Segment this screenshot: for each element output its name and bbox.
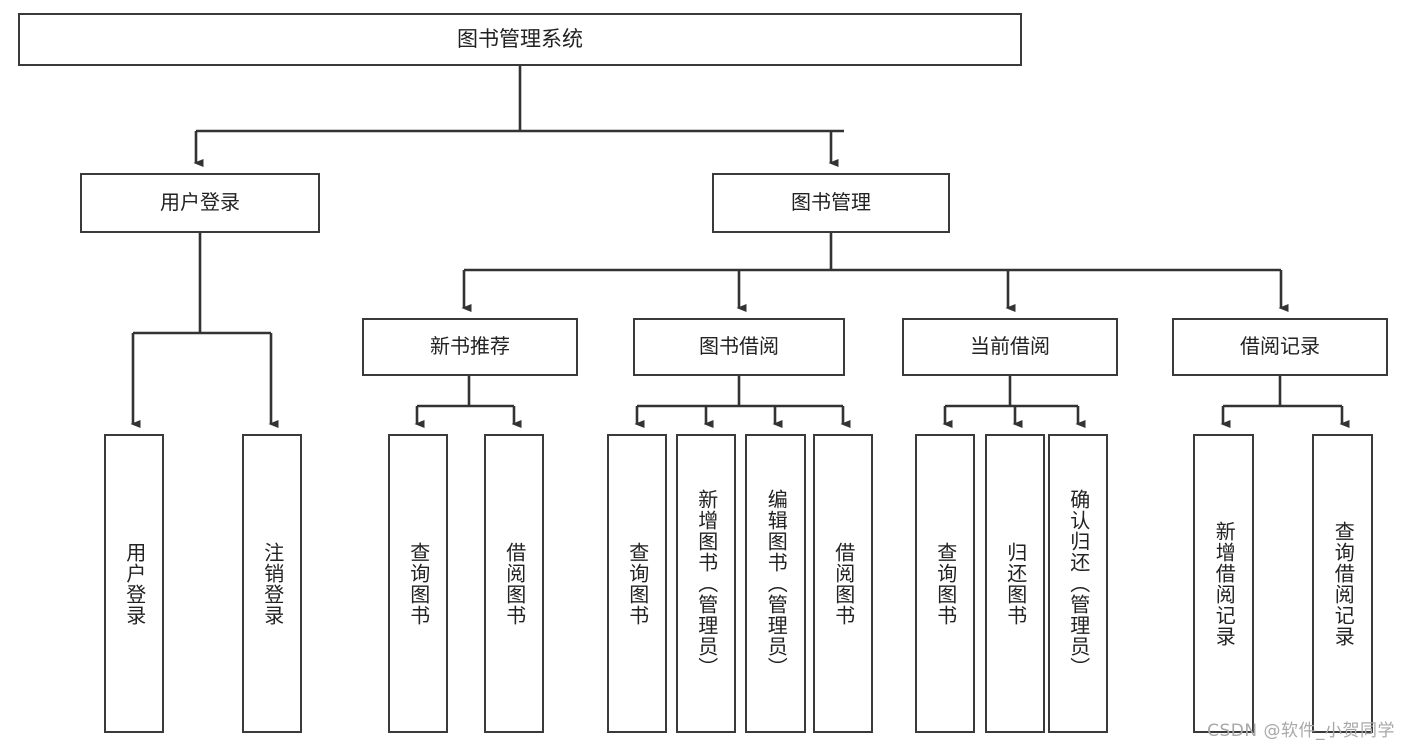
leaf-borrow-book-a-label: 借阅图书 bbox=[502, 541, 527, 626]
node-root[interactable]: 图书管理系统 bbox=[18, 13, 1022, 66]
node-user-login-label: 用户登录 bbox=[160, 190, 240, 215]
leaf-query-record-label: 查询借阅记录 bbox=[1331, 520, 1356, 647]
leaf-user-login[interactable]: 用户登录 bbox=[104, 434, 164, 733]
leaf-add-record[interactable]: 新增借阅记录 bbox=[1193, 434, 1254, 733]
leaf-add-book-label: 新增图书（管理员） bbox=[694, 489, 719, 678]
leaf-confirm-return[interactable]: 确认归还（管理员） bbox=[1048, 434, 1108, 733]
node-borrow-record-label: 借阅记录 bbox=[1240, 334, 1320, 359]
leaf-query-book-a[interactable]: 查询图书 bbox=[388, 434, 448, 733]
node-book-borrow[interactable]: 图书借阅 bbox=[633, 318, 845, 376]
node-borrow-record[interactable]: 借阅记录 bbox=[1172, 318, 1388, 376]
leaf-query-book-c-label: 查询图书 bbox=[933, 541, 958, 626]
leaf-borrow-book-b[interactable]: 借阅图书 bbox=[813, 434, 873, 733]
leaf-query-book-a-label: 查询图书 bbox=[406, 541, 431, 626]
node-book-manage[interactable]: 图书管理 bbox=[712, 173, 950, 233]
node-book-borrow-label: 图书借阅 bbox=[699, 334, 779, 359]
node-current-borrow[interactable]: 当前借阅 bbox=[902, 318, 1118, 376]
node-root-label: 图书管理系统 bbox=[457, 27, 583, 52]
node-user-login[interactable]: 用户登录 bbox=[80, 173, 320, 233]
leaf-query-book-b[interactable]: 查询图书 bbox=[607, 434, 667, 733]
leaf-user-login-label: 用户登录 bbox=[122, 541, 147, 626]
leaf-add-book[interactable]: 新增图书（管理员） bbox=[676, 434, 736, 733]
leaf-query-book-c[interactable]: 查询图书 bbox=[915, 434, 975, 733]
leaf-confirm-return-label: 确认归还（管理员） bbox=[1066, 489, 1091, 678]
leaf-return-book-label: 归还图书 bbox=[1003, 541, 1028, 626]
leaf-edit-book-label: 编辑图书（管理员） bbox=[764, 489, 789, 678]
node-current-borrow-label: 当前借阅 bbox=[970, 334, 1050, 359]
leaf-borrow-book-a[interactable]: 借阅图书 bbox=[484, 434, 544, 733]
watermark: CSDN @软件_小贺同学 bbox=[1207, 721, 1395, 741]
node-new-book-recommend[interactable]: 新书推荐 bbox=[362, 318, 578, 376]
node-new-book-recommend-label: 新书推荐 bbox=[430, 334, 510, 359]
leaf-add-record-label: 新增借阅记录 bbox=[1212, 520, 1237, 647]
node-book-manage-label: 图书管理 bbox=[791, 190, 871, 215]
leaf-borrow-book-b-label: 借阅图书 bbox=[831, 541, 856, 626]
leaf-logout[interactable]: 注销登录 bbox=[242, 434, 302, 733]
leaf-logout-label: 注销登录 bbox=[260, 541, 285, 626]
leaf-query-book-b-label: 查询图书 bbox=[625, 541, 650, 626]
leaf-query-record[interactable]: 查询借阅记录 bbox=[1312, 434, 1373, 733]
leaf-edit-book[interactable]: 编辑图书（管理员） bbox=[745, 434, 806, 733]
leaf-return-book[interactable]: 归还图书 bbox=[985, 434, 1045, 733]
